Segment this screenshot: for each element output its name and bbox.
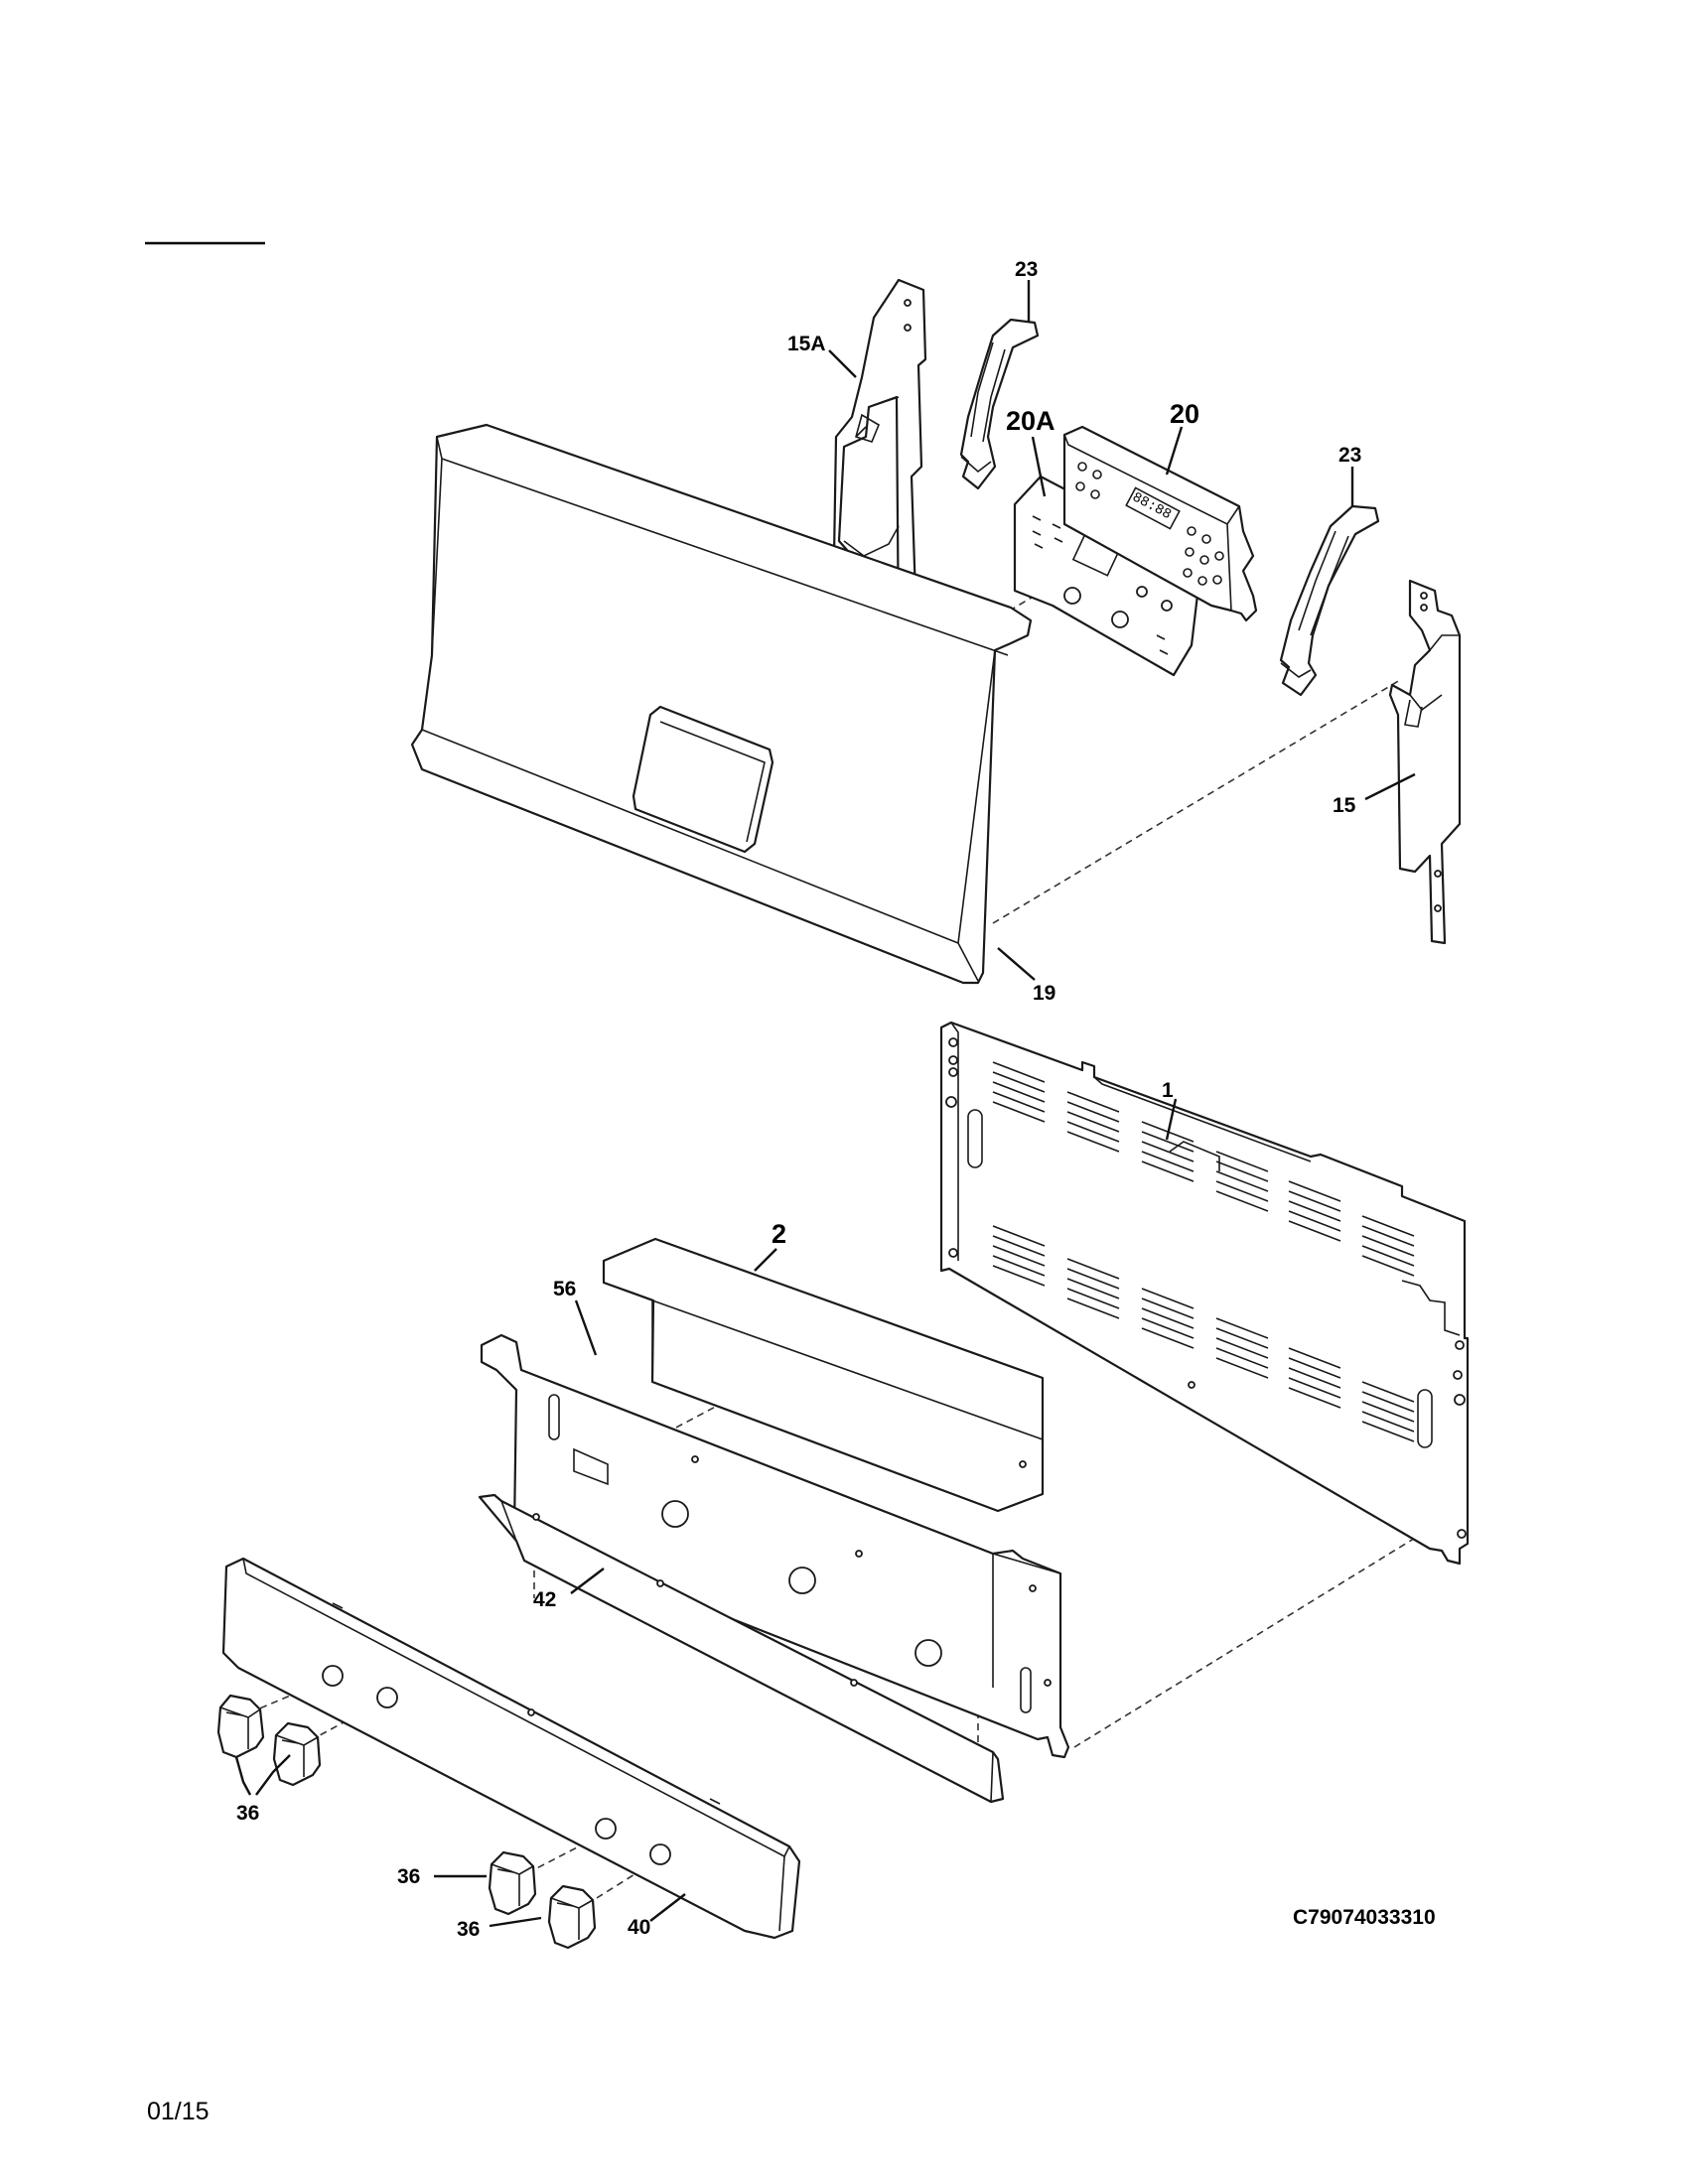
support-clip-right	[1279, 504, 1380, 697]
trim-strip	[478, 1493, 1005, 1804]
control-board: 88:88	[1062, 425, 1258, 622]
callout-15: 15	[1333, 794, 1356, 817]
callout-19: 19	[1033, 982, 1055, 1005]
rear-panel	[939, 1021, 1470, 1566]
backguard	[410, 423, 1033, 985]
knob-bottom-left	[488, 1850, 537, 1916]
knob-top-left	[216, 1694, 265, 1759]
callout-56: 56	[553, 1278, 576, 1300]
callout-15a: 15A	[787, 333, 826, 355]
control-panel	[221, 1557, 801, 1940]
callout-42: 42	[533, 1588, 556, 1611]
leader-lines	[234, 280, 1416, 1928]
callout-20a: 20A	[1006, 406, 1055, 436]
callout-20: 20	[1170, 399, 1199, 429]
callout-36-a: 36	[236, 1802, 259, 1825]
support-clip-left	[959, 318, 1040, 490]
knob-bottom-right	[547, 1884, 597, 1950]
callout-23-right: 23	[1338, 444, 1361, 467]
side-bracket-right	[1388, 579, 1462, 945]
callout-40: 40	[628, 1916, 650, 1939]
callout-36-b: 36	[397, 1865, 420, 1888]
control-bracket	[480, 1333, 1070, 1759]
callout-2: 2	[772, 1219, 786, 1249]
callout-1: 1	[1162, 1079, 1174, 1102]
knob-top-right	[272, 1721, 322, 1787]
date-code: 01/15	[147, 2098, 210, 2125]
callout-23-left: 23	[1015, 258, 1038, 281]
drawing-code: C79074033310	[1293, 1906, 1436, 1929]
callout-36-c: 36	[457, 1918, 480, 1941]
heat-shield	[602, 1237, 1045, 1513]
